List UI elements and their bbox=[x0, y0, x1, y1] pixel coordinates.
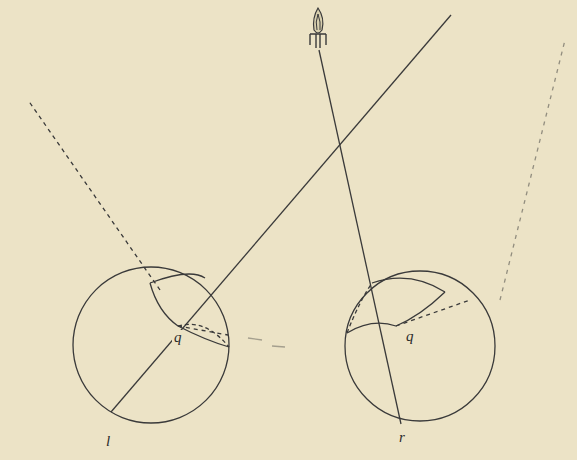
stray-mark bbox=[272, 346, 285, 347]
left-dashed-ray bbox=[178, 326, 228, 335]
left-lens-dashed bbox=[178, 324, 229, 347]
right-lens-front bbox=[372, 278, 445, 292]
candle bbox=[310, 8, 326, 48]
right-lens-back bbox=[347, 292, 445, 333]
nodal-point-label: q bbox=[404, 329, 416, 344]
eye-label: r bbox=[397, 430, 407, 445]
stray-mark bbox=[248, 338, 262, 340]
left-lens-back bbox=[150, 283, 229, 347]
right-dashed-ray bbox=[396, 300, 470, 326]
left-visual-axis bbox=[111, 15, 451, 412]
right-lens-dashed bbox=[347, 283, 372, 333]
left-eyeball bbox=[73, 267, 229, 423]
nodal-point-label: q bbox=[172, 330, 184, 345]
right-dashed-ray bbox=[500, 40, 565, 300]
right-eyeball bbox=[345, 271, 495, 421]
eye-label: l bbox=[104, 434, 112, 449]
left-dashed-ray bbox=[28, 100, 160, 290]
right-visual-axis bbox=[319, 50, 401, 424]
left-lens-front bbox=[150, 274, 205, 283]
